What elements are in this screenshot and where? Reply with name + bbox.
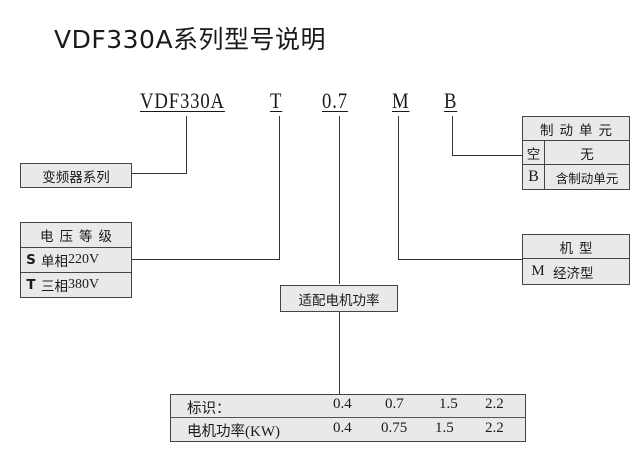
brake-row-none: 空 无: [523, 140, 629, 165]
power-box: 适配电机功率: [280, 285, 398, 312]
power-table-divider: [171, 417, 525, 418]
connector-power-v-bottom: [339, 312, 340, 394]
brake-row-none-desc: 无: [580, 146, 594, 163]
connector-voltage-v: [279, 116, 280, 260]
series-box-label: 变频器系列: [42, 169, 110, 186]
voltage-box-header: 电压等级: [21, 223, 131, 248]
connector-brake-h: [452, 155, 522, 156]
power-table-row2-v1: 0.4: [333, 420, 352, 436]
voltage-row-t-code: T: [26, 277, 36, 293]
connector-power-v-top: [339, 116, 340, 284]
model-code-brake: B: [444, 88, 458, 113]
power-table-row2-v2: 0.75: [381, 420, 408, 436]
voltage-row-t: T 三相 380V: [21, 273, 131, 297]
connector-voltage-h: [132, 259, 280, 260]
voltage-row-t-desc-num: 380V: [68, 277, 100, 292]
type-box: 机型 M 经济型: [522, 234, 630, 285]
connector-series-v: [186, 116, 187, 174]
voltage-row-s-desc-cn: 单相: [41, 254, 68, 270]
power-table-row1-v1: 0.4: [333, 396, 352, 412]
power-table-row1-v4: 2.2: [485, 396, 504, 412]
brake-row-b-code: B: [523, 165, 545, 189]
power-table-row1-v2: 0.7: [385, 396, 404, 412]
brake-box-header: 制动单元: [523, 117, 629, 141]
power-table-row2-label: 电机功率(KW): [187, 420, 280, 441]
power-table-row1-label: 标识：: [187, 401, 231, 417]
series-box: 变频器系列: [20, 163, 132, 188]
brake-box: 制动单元 空 无 B 含制动单元: [522, 116, 630, 190]
brake-row-b-desc: 含制动单元: [555, 170, 619, 186]
power-table: 标识： 0.4 0.7 1.5 2.2 电机功率(KW) 0.4 0.75 1.…: [170, 394, 526, 442]
connector-type-v: [398, 116, 399, 260]
voltage-row-s-desc-num: 220V: [68, 252, 100, 267]
page-title: VDF330A系列型号说明: [54, 25, 327, 54]
type-row-m: M 经济型: [523, 259, 629, 284]
connector-type-h: [398, 259, 522, 260]
brake-row-none-code: 空: [523, 140, 545, 165]
power-box-label: 适配电机功率: [298, 292, 380, 309]
voltage-row-s-code: S: [26, 252, 36, 268]
connector-brake-v: [452, 116, 453, 156]
voltage-row-t-desc-cn: 三相: [41, 279, 68, 295]
power-table-row1-v3: 1.5: [439, 396, 458, 412]
model-code-series: VDF330A: [140, 88, 225, 113]
brake-row-b: B 含制动单元: [523, 165, 629, 189]
type-row-m-desc: 经济型: [553, 265, 594, 282]
power-table-row2-label-unit: (KW): [245, 424, 280, 440]
voltage-row-s: S 单相 220V: [21, 248, 131, 273]
model-code-type: M: [392, 88, 410, 113]
voltage-box: 电压等级 S 单相 220V T 三相 380V: [20, 222, 132, 298]
type-row-m-code: M: [531, 263, 545, 279]
power-table-row2-v3: 1.5: [435, 420, 454, 436]
power-table-row2-label-cn: 电机功率: [187, 424, 245, 440]
connector-series-h: [132, 173, 187, 174]
model-code-power: 0.7: [322, 88, 348, 113]
power-table-row2-v4: 2.2: [485, 420, 504, 436]
type-box-header: 机型: [523, 235, 629, 259]
model-code-voltage: T: [270, 88, 283, 113]
